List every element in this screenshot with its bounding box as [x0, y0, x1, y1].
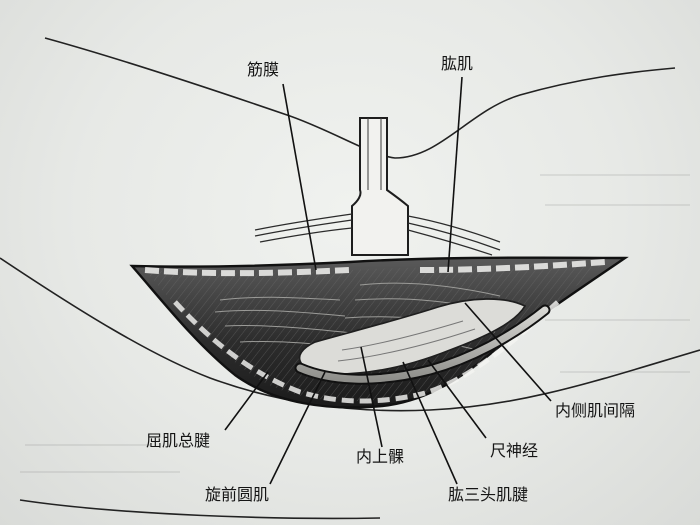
- label-medial-intermuscular-septum: 内侧肌间隔: [555, 401, 636, 420]
- pointer-lines: [224, 76, 552, 485]
- label-brachialis: 肱肌: [441, 54, 474, 73]
- retractor: [351, 117, 409, 256]
- background-faint-text: [20, 174, 690, 473]
- skin-folds: [254, 213, 501, 256]
- ulnar-nerve: [294, 304, 551, 385]
- label-ulnar-nerve: 尺神经: [490, 441, 539, 460]
- label-medial-epicondyle: 内上髁: [356, 447, 405, 466]
- label-common-flexor-tendon: 屈肌总腱: [146, 431, 211, 450]
- label-triceps-tendon: 肱三头肌腱: [448, 485, 529, 504]
- label-pronator-teres: 旋前圆肌: [205, 485, 270, 504]
- label-fascia: 筋膜: [247, 60, 280, 79]
